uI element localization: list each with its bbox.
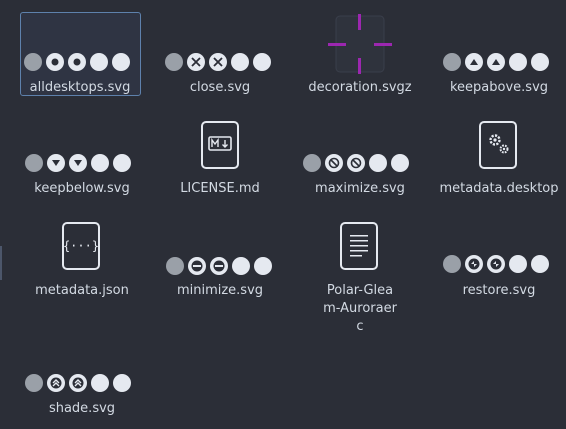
- maximize-icon: [325, 154, 343, 172]
- inactive-dot-icon: [443, 255, 461, 273]
- left-scroll-edge: [0, 246, 2, 280]
- file-label: metadata.json: [35, 283, 129, 298]
- inactive-dot-icon: [166, 257, 184, 275]
- close-preview: [165, 53, 271, 71]
- alldesktops-preview: [24, 53, 130, 71]
- minimize-preview: [166, 257, 272, 275]
- close-icon: [187, 53, 205, 71]
- file-label: keepbelow.svg: [34, 181, 130, 196]
- blank-dot-icon: [253, 53, 271, 71]
- blank-dot-icon: [231, 53, 249, 71]
- file-label: restore.svg: [462, 283, 536, 298]
- file-item-close[interactable]: close.svg: [152, 0, 288, 110]
- json-file-icon: {···}: [62, 222, 100, 270]
- triangle-up-icon: [487, 53, 505, 71]
- inactive-dot-icon: [25, 374, 43, 392]
- decoration-crosshair-icon: [328, 14, 392, 74]
- file-item-keepabove[interactable]: keepabove.svg: [431, 0, 566, 110]
- blank-dot-icon: [90, 53, 108, 71]
- file-label: maximize.svg: [315, 181, 405, 196]
- file-item-shade[interactable]: shade.svg: [14, 330, 150, 429]
- triangle-up-icon: [465, 53, 483, 71]
- file-label: minimize.svg: [176, 283, 264, 298]
- blank-dot-icon: [91, 154, 109, 172]
- file-item-license[interactable]: LICENSE.md: [152, 112, 288, 212]
- file-label: decoration.svgz: [308, 80, 412, 95]
- inactive-dot-icon: [24, 53, 42, 71]
- file-label: shade.svg: [48, 401, 116, 416]
- maximize-icon: [347, 154, 365, 172]
- file-item-alldesktops[interactable]: alldesktops.svg: [0, 0, 150, 110]
- shade-chevron-icon: [69, 374, 87, 392]
- file-item-maximize[interactable]: maximize.svg: [292, 112, 428, 212]
- file-item-metadata-desktop[interactable]: metadata.desktop: [431, 112, 566, 212]
- restore-icon: [465, 255, 483, 273]
- file-item-auroraerc[interactable]: Polar-Gleam-Auroraerc: [292, 212, 428, 334]
- markdown-file-icon: [201, 121, 239, 169]
- inactive-dot-icon: [165, 53, 183, 71]
- settings-file-icon: [479, 121, 517, 169]
- file-label: Polar-Gleam-Auroraerc: [323, 283, 397, 334]
- inactive-dot-icon: [25, 154, 43, 172]
- file-item-minimize[interactable]: minimize.svg: [152, 212, 288, 312]
- blank-dot-icon: [391, 154, 409, 172]
- blank-dot-icon: [112, 53, 130, 71]
- blank-dot-icon: [232, 257, 250, 275]
- blank-dot-icon: [509, 255, 527, 273]
- file-label: close.svg: [189, 80, 251, 95]
- file-label: keepabove.svg: [449, 80, 549, 95]
- keepabove-preview: [443, 53, 549, 71]
- file-item-restore[interactable]: restore.svg: [431, 212, 566, 312]
- shade-chevron-icon: [47, 374, 65, 392]
- text-file-icon: [340, 222, 378, 270]
- close-icon: [209, 53, 227, 71]
- blank-dot-icon: [531, 255, 549, 273]
- blank-dot-icon: [91, 374, 109, 392]
- maximize-preview: [303, 154, 409, 172]
- blank-dot-icon: [113, 374, 131, 392]
- inactive-dot-icon: [303, 154, 321, 172]
- inactive-dot-icon: [443, 53, 461, 71]
- file-item-decoration[interactable]: decoration.svgz: [292, 0, 428, 110]
- blank-dot-icon: [369, 154, 387, 172]
- blank-dot-icon: [254, 257, 272, 275]
- shade-preview: [25, 374, 131, 392]
- minus-icon: [210, 257, 228, 275]
- file-label: metadata.desktop: [439, 181, 559, 196]
- pin-dot-icon: [68, 53, 86, 71]
- file-item-keepbelow[interactable]: keepbelow.svg: [14, 112, 150, 212]
- restore-icon: [487, 255, 505, 273]
- minus-icon: [188, 257, 206, 275]
- triangle-down-icon: [69, 154, 87, 172]
- restore-preview: [443, 255, 549, 273]
- svg-text:{···}: {···}: [64, 239, 98, 253]
- pin-dot-icon: [46, 53, 64, 71]
- blank-dot-icon: [113, 154, 131, 172]
- triangle-down-icon: [47, 154, 65, 172]
- blank-dot-icon: [531, 53, 549, 71]
- file-label: LICENSE.md: [180, 181, 260, 196]
- file-item-metadata-json[interactable]: {···} metadata.json: [14, 212, 150, 312]
- keepbelow-preview: [25, 154, 131, 172]
- blank-dot-icon: [509, 53, 527, 71]
- file-label: alldesktops.svg: [29, 80, 131, 95]
